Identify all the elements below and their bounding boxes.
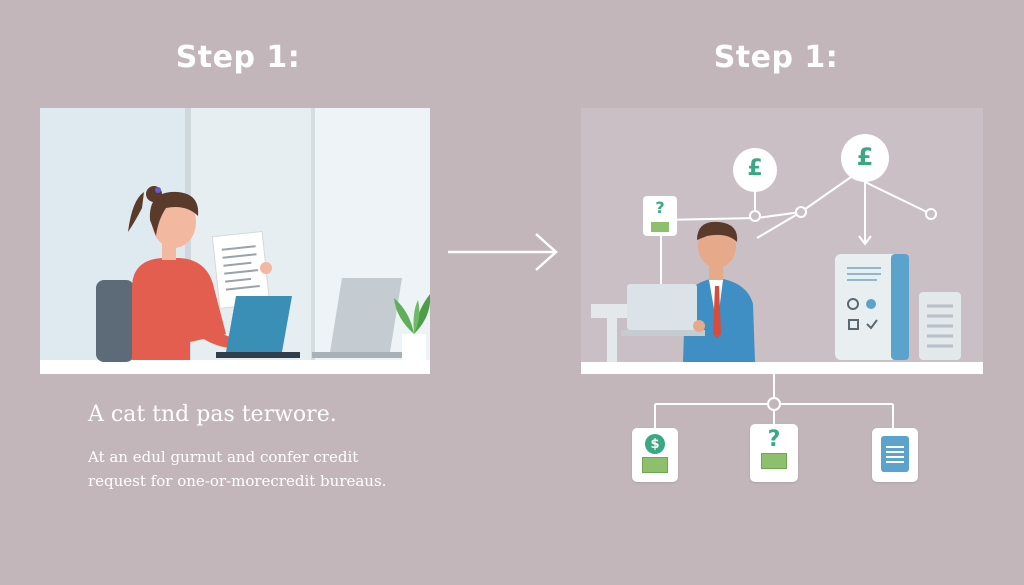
question-envelope-icon: ? — [750, 424, 798, 482]
envelope-icon — [642, 457, 668, 473]
tree-connector — [654, 374, 894, 430]
pound-badge-icon: £ — [856, 143, 874, 171]
network-illustration — [581, 134, 983, 374]
dollar-envelope-icon: $ — [632, 428, 678, 482]
envelope-icon — [761, 453, 787, 469]
document-list-icon — [872, 428, 918, 482]
office-illustration — [40, 108, 430, 374]
dollar-coin-icon: $ — [645, 434, 665, 454]
scene-man-with-network: £ £ ? — [581, 108, 983, 374]
question-doc-icon: ? — [655, 198, 665, 217]
pound-badge-icon: £ — [747, 156, 763, 181]
scene-woman-at-laptop — [40, 108, 430, 374]
caption-body: At an edul gurnut and confer credit requ… — [88, 448, 387, 490]
question-mark-icon: ? — [767, 427, 781, 452]
caption-heading: A cat tnd pas terwore. — [88, 402, 337, 427]
arrow-right-icon — [448, 233, 558, 271]
step-title-left: Step 1: — [175, 40, 301, 75]
document-icon — [881, 436, 909, 472]
step-title-right: Step 1: — [713, 40, 839, 75]
